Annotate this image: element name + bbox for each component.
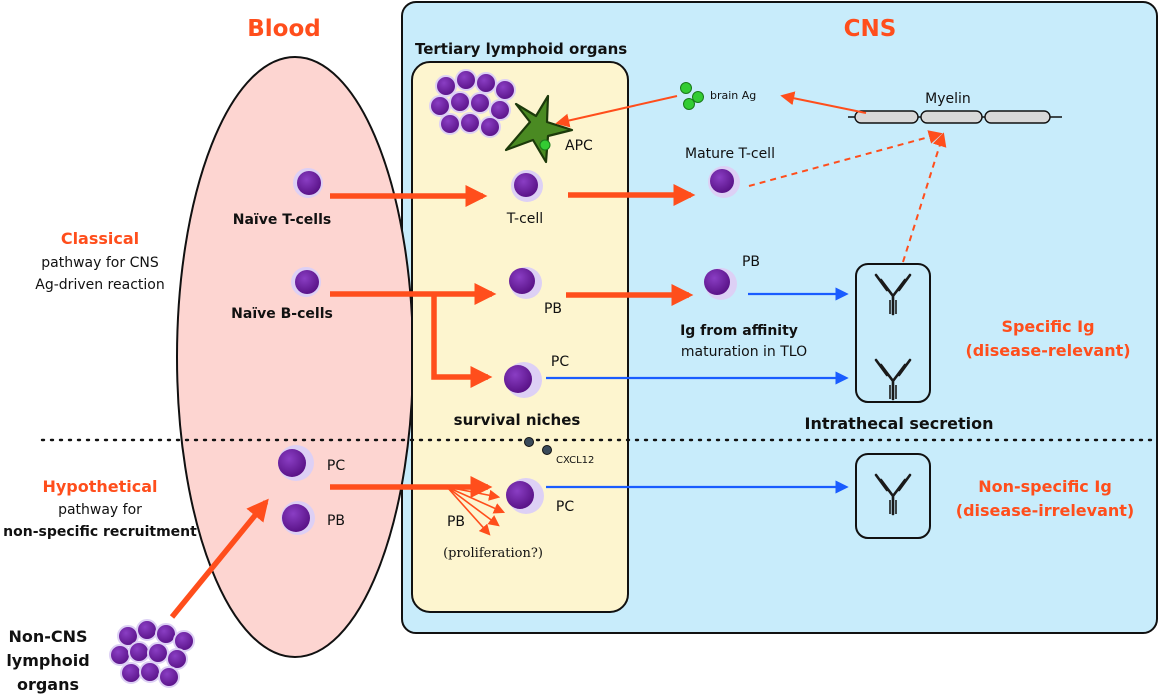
pc-label-tlo: PC <box>551 354 569 370</box>
brain-antigen <box>680 82 704 110</box>
t-cell-label: T-cell <box>506 211 543 227</box>
noncns-line1: Non-CNS <box>8 627 87 646</box>
pb-label-blood: PB <box>327 513 345 529</box>
plasma-cell-hypothetical <box>506 478 544 514</box>
hypothetical-line2: pathway for <box>58 502 142 518</box>
pc-label-blood: PC <box>327 458 345 474</box>
pc-label-hypothetical: PC <box>556 499 574 515</box>
pb-label-cns: PB <box>742 254 760 270</box>
ig-affinity-line1: Ig from affinity <box>680 323 798 339</box>
plasma-cell-blood <box>278 445 314 481</box>
specific-ig-box <box>855 263 931 403</box>
classical-line3: Ag-driven reaction <box>35 277 164 293</box>
intrathecal-label: Intrathecal secretion <box>804 414 993 433</box>
naive-b-cell <box>291 267 321 297</box>
brain-ag-label: brain Ag <box>710 89 756 102</box>
cell-cluster-icon <box>109 619 195 688</box>
naive-b-to-pc-arrow <box>431 294 493 388</box>
cxcl12-dot <box>542 445 552 455</box>
cns-title: CNS <box>844 16 897 42</box>
nonspecific-ig-box <box>855 453 931 539</box>
plasmablast-tlo <box>509 267 542 299</box>
nonspecific-ig-line1: Non-specific Ig <box>978 477 1112 496</box>
brain-ag-to-apc-arrow <box>555 95 678 128</box>
proliferation-arrow <box>446 486 501 501</box>
antigen-dot <box>539 139 551 151</box>
naive-t-cell <box>293 168 323 198</box>
noncns-line3: organs <box>17 675 79 694</box>
naive-b-label: Naïve B-cells <box>231 306 333 322</box>
apc-label: APC <box>565 138 593 154</box>
specific-ig-line1: Specific Ig <box>1001 317 1094 336</box>
specific-ig-line2: (disease-relevant) <box>965 341 1130 360</box>
proliferation-arrow <box>446 486 500 527</box>
tlo-title: Tertiary lymphoid organs <box>415 40 627 58</box>
cxcl12-label: CXCL12 <box>556 455 594 466</box>
plasmablast-cns <box>704 268 737 300</box>
ig-to-myelin-arrow <box>902 132 947 263</box>
proliferation-arrow <box>446 486 491 536</box>
naive-t-label: Naïve T-cells <box>233 212 332 228</box>
pb-label-proliferation: PB <box>447 514 465 530</box>
proliferation-label: (proliferation?) <box>443 546 543 561</box>
hypothetical-title: Hypothetical <box>42 477 157 496</box>
myelin-to-brain-ag-arrow <box>780 91 867 114</box>
mature-t-cell <box>708 166 740 198</box>
cell-cluster-icon <box>429 69 516 138</box>
plasma-cell-tlo <box>504 362 542 398</box>
mature-t-label: Mature T-cell <box>685 146 775 162</box>
apc-star-icon <box>504 94 574 164</box>
t-cell <box>511 170 543 202</box>
hypothetical-line3: non-specific recruitment <box>3 524 197 540</box>
plasmablast-blood <box>281 501 315 535</box>
blood-title: Blood <box>247 16 320 42</box>
myelin-fiber-icon <box>848 110 1062 124</box>
classical-title: Classical <box>61 229 139 248</box>
noncns-line2: lymphoid <box>6 651 89 670</box>
noncns-to-blood-arrow <box>169 498 269 619</box>
survival-niches-label: survival niches <box>454 411 581 429</box>
nonspecific-ig-line2: (disease-irrelevant) <box>956 501 1134 520</box>
pb-label-tlo: PB <box>544 301 562 317</box>
classical-line2: pathway for CNS <box>41 255 159 271</box>
cxcl12-dot <box>524 437 534 447</box>
ig-affinity-line2: maturation in TLO <box>681 344 807 360</box>
proliferation-arrow <box>446 486 506 514</box>
myelin-label: Myelin <box>925 91 971 107</box>
